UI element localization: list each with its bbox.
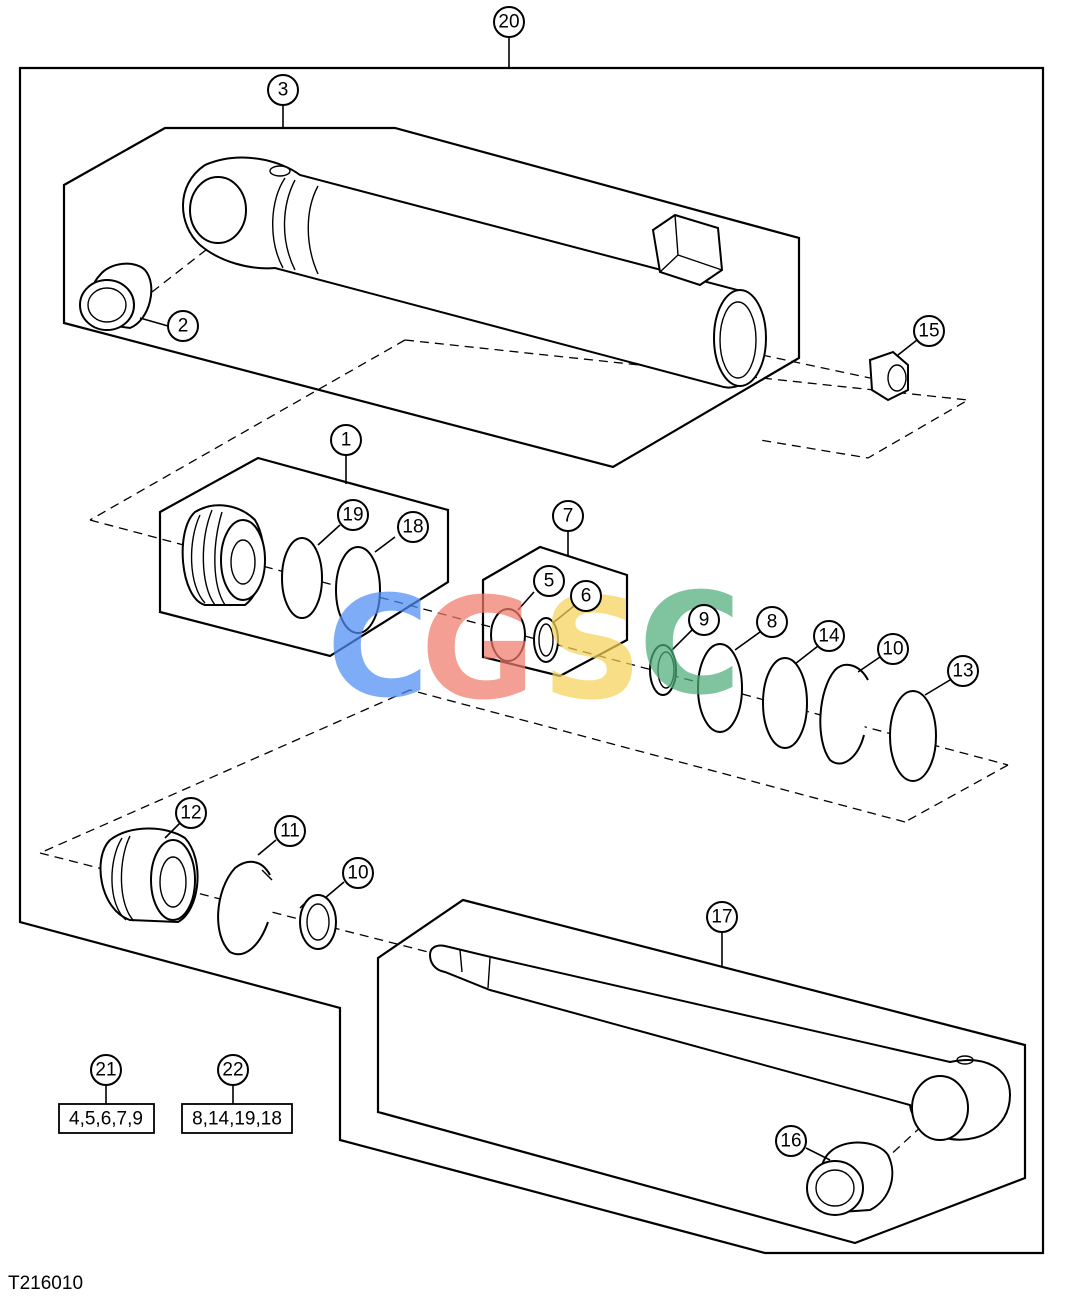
o-ring-19 xyxy=(281,537,323,619)
barrel-group-boundary xyxy=(62,126,801,469)
callout-16: 16 xyxy=(775,1125,807,1157)
svg-text:7: 7 xyxy=(563,506,574,527)
callout-21: 21 xyxy=(90,1054,122,1086)
piston-group-boundary xyxy=(158,456,450,658)
svg-text:6: 6 xyxy=(581,586,592,607)
svg-text:10: 10 xyxy=(347,863,368,884)
svg-text:9: 9 xyxy=(699,610,710,631)
callout-10-upper: 10 xyxy=(877,633,909,665)
svg-text:17: 17 xyxy=(711,907,732,928)
svg-text:21: 21 xyxy=(95,1060,116,1081)
callout-19: 19 xyxy=(337,499,369,531)
svg-text:16: 16 xyxy=(780,1131,801,1152)
watermark-letter-c1: C xyxy=(327,567,430,730)
callout-7: 7 xyxy=(552,500,584,532)
kit-21-contents: 4,5,6,7,9 xyxy=(58,1103,155,1134)
svg-text:12: 12 xyxy=(180,803,201,824)
svg-text:2: 2 xyxy=(178,316,189,337)
leader-lines xyxy=(105,37,951,1161)
callout-6: 6 xyxy=(570,580,602,612)
callout-13: 13 xyxy=(947,655,979,687)
callout-9: 9 xyxy=(688,604,720,636)
callout-11: 11 xyxy=(274,815,306,847)
wear-ring-10 xyxy=(299,894,337,950)
svg-text:18: 18 xyxy=(402,517,423,538)
backup-ring-18 xyxy=(335,546,381,634)
svg-text:19: 19 xyxy=(342,505,363,526)
assembly-boundary xyxy=(18,66,1045,1255)
callout-14: 14 xyxy=(813,620,845,652)
svg-text:13: 13 xyxy=(952,661,973,682)
piston xyxy=(181,504,266,606)
cylinder-barrel xyxy=(182,156,767,389)
svg-text:14: 14 xyxy=(818,626,840,647)
ring-8 xyxy=(697,643,743,733)
piston-nut xyxy=(868,350,909,402)
callout-15: 15 xyxy=(913,315,945,347)
callout-22: 22 xyxy=(217,1054,249,1086)
svg-text:5: 5 xyxy=(544,571,555,592)
seal-5 xyxy=(490,608,526,662)
svg-text:15: 15 xyxy=(918,321,939,342)
piston-rod xyxy=(428,944,1012,1141)
svg-text:8,14,19,18: 8,14,19,18 xyxy=(192,1109,282,1130)
wiper-seal-9 xyxy=(649,644,677,696)
snap-ring-11 xyxy=(217,860,271,955)
figure-id: T216010 xyxy=(8,1273,83,1294)
callout-1: 1 xyxy=(330,424,362,456)
ring-13 xyxy=(889,690,937,782)
callout-5: 5 xyxy=(533,565,565,597)
kit-22-contents: 8,14,19,18 xyxy=(181,1103,293,1134)
callout-17: 17 xyxy=(706,901,738,933)
rod-bushing xyxy=(806,1141,894,1216)
watermark: C G S C xyxy=(327,564,742,732)
svg-text:22: 22 xyxy=(222,1060,243,1081)
gland-group-boundary xyxy=(481,545,629,678)
watermark-letter-g: G xyxy=(421,569,536,732)
svg-text:10: 10 xyxy=(882,639,903,660)
watermark-letter-c2: C xyxy=(639,564,742,727)
rod-group-boundary xyxy=(376,898,1027,1245)
callout-8: 8 xyxy=(756,606,788,638)
svg-text:4,5,6,7,9: 4,5,6,7,9 xyxy=(69,1109,143,1130)
barrel-bushing xyxy=(79,262,153,331)
callout-10-lower: 10 xyxy=(342,857,374,889)
callout-2: 2 xyxy=(167,310,199,342)
rod-piston xyxy=(99,827,199,924)
svg-text:11: 11 xyxy=(280,821,300,842)
svg-text:3: 3 xyxy=(278,80,289,101)
snap-ring-10-upper xyxy=(819,663,869,765)
svg-text:20: 20 xyxy=(498,12,519,33)
callout-18: 18 xyxy=(397,511,429,543)
ring-14 xyxy=(762,657,808,749)
seal-6 xyxy=(533,617,559,663)
callout-12: 12 xyxy=(175,797,207,829)
callout-3: 3 xyxy=(267,74,299,106)
svg-text:1: 1 xyxy=(341,430,352,451)
svg-text:8: 8 xyxy=(767,612,778,633)
callout-20: 20 xyxy=(493,6,525,38)
